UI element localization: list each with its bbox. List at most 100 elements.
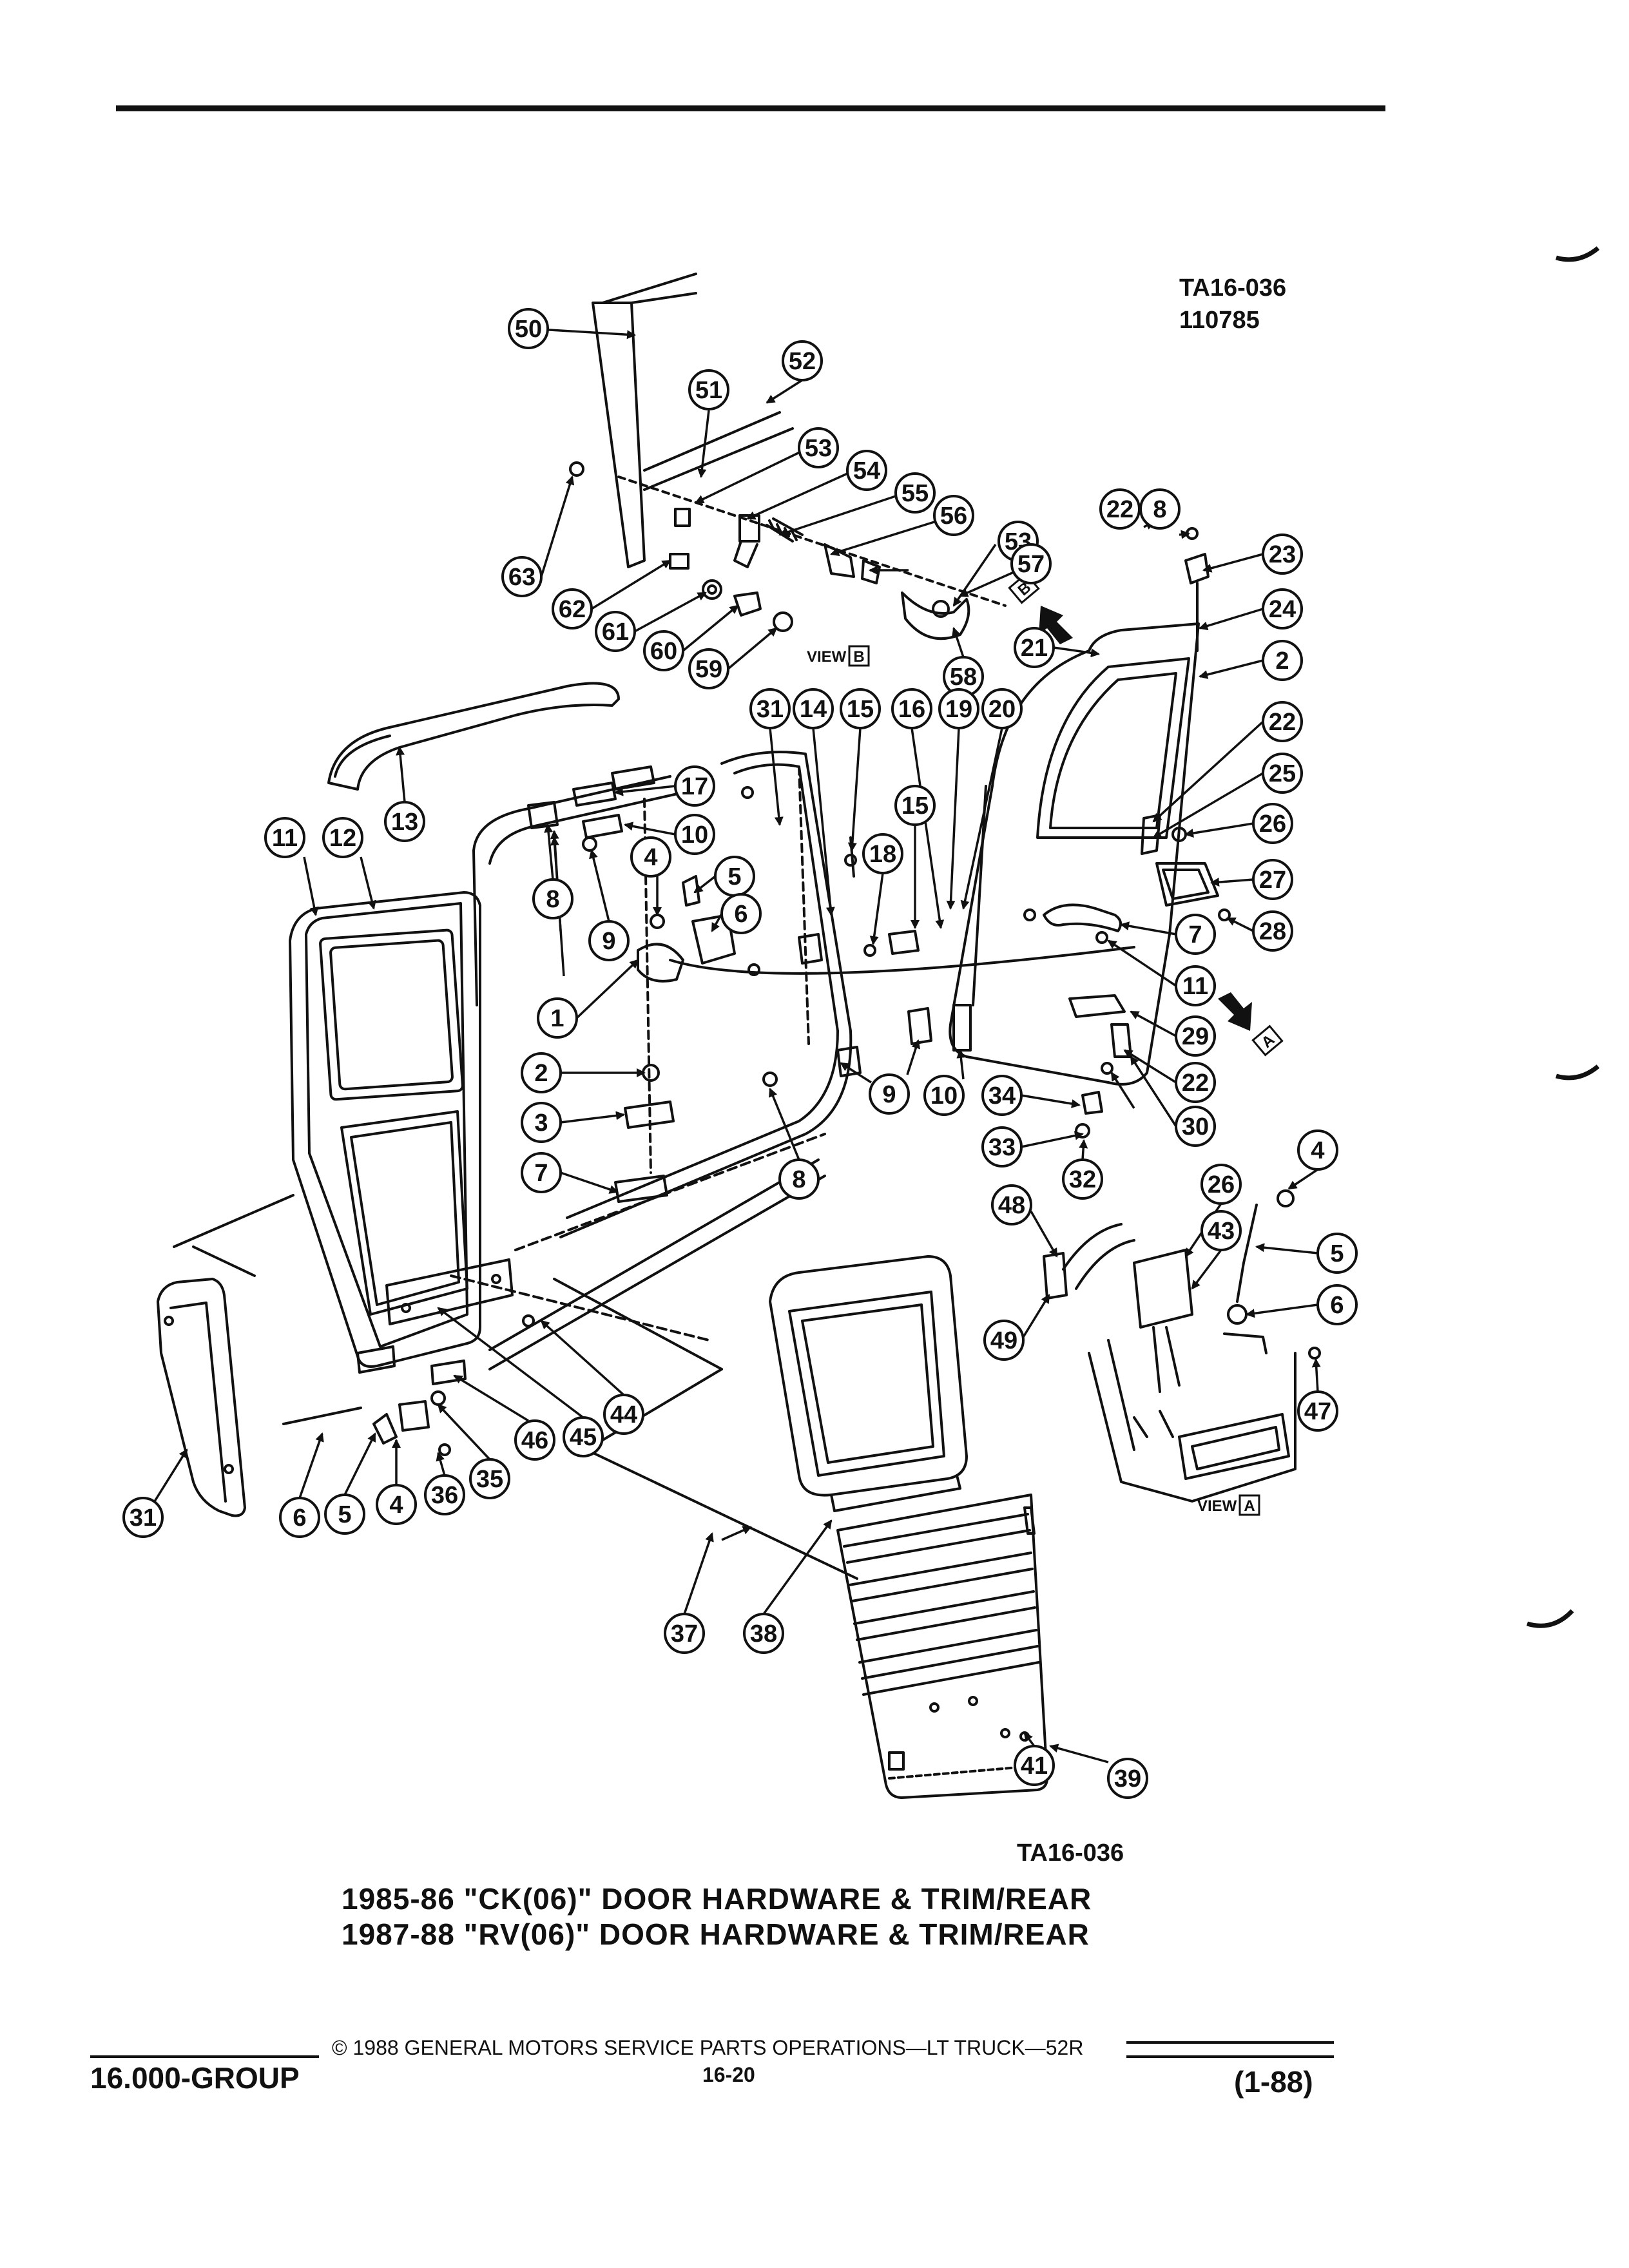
callout-number: 26 xyxy=(1208,1171,1235,1198)
callout-6: 6 xyxy=(279,1497,320,1538)
callout-circle xyxy=(894,472,936,514)
callout-5: 5 xyxy=(1316,1233,1358,1274)
callout-circle xyxy=(643,630,684,671)
callout-11: 11 xyxy=(1175,965,1216,1006)
callout-9: 9 xyxy=(588,920,630,961)
door-artwork xyxy=(157,273,1321,1799)
callout-number: 50 xyxy=(515,316,542,343)
callout-15: 15 xyxy=(894,785,936,826)
callout-circle xyxy=(743,1613,784,1654)
callout-number: 41 xyxy=(1021,1753,1048,1780)
callout-number: 62 xyxy=(559,596,586,623)
callout-number: 10 xyxy=(930,1082,958,1110)
callout-4: 4 xyxy=(630,836,671,878)
header-reference: TA16-036 110785 xyxy=(1179,272,1286,336)
callout-circle xyxy=(595,611,636,652)
callout-circle xyxy=(1262,640,1303,681)
callout-number: 1 xyxy=(550,1005,564,1032)
callout-50: 50 xyxy=(508,308,549,349)
callout-46: 46 xyxy=(514,1419,555,1461)
callout-number: 53 xyxy=(805,435,832,462)
callout-5: 5 xyxy=(714,856,755,897)
callout-circle xyxy=(688,648,729,689)
callout-55: 55 xyxy=(894,472,936,514)
callout-61: 61 xyxy=(595,611,636,652)
callout-number: 39 xyxy=(1114,1765,1141,1792)
callout-37: 37 xyxy=(664,1613,705,1654)
callout-number: 35 xyxy=(476,1466,503,1493)
callout-35: 35 xyxy=(469,1458,510,1499)
callout-6: 6 xyxy=(720,893,762,934)
callout-number: 63 xyxy=(508,564,535,591)
callout-circle xyxy=(563,1416,604,1457)
callout-circle xyxy=(424,1474,465,1515)
callout-circle xyxy=(840,688,881,729)
callout-circle xyxy=(122,1497,164,1538)
callout-number: 27 xyxy=(1259,867,1286,894)
callout-circle xyxy=(1107,1758,1148,1799)
view-b-label-box xyxy=(848,645,870,667)
callout-number: 5 xyxy=(728,863,741,890)
callout-4: 4 xyxy=(376,1484,417,1525)
callout-number: 9 xyxy=(602,928,615,955)
callout-33: 33 xyxy=(981,1126,1023,1168)
callout-number: 24 xyxy=(1269,596,1296,623)
callout-number: 2 xyxy=(534,1060,548,1087)
callout-number: 45 xyxy=(570,1424,597,1451)
callout-number: 9 xyxy=(882,1081,896,1108)
callout-circle xyxy=(532,878,574,919)
callout-number: 8 xyxy=(1153,496,1166,523)
callout-number: 22 xyxy=(1106,496,1133,523)
callout-53: 53 xyxy=(798,427,839,468)
callout-circle xyxy=(894,785,936,826)
callout-circle xyxy=(923,1075,965,1116)
callout-31: 31 xyxy=(749,688,791,729)
callout-21: 21 xyxy=(1014,627,1055,668)
callout-number: 8 xyxy=(546,886,559,913)
callout-52: 52 xyxy=(782,340,823,381)
callout-48: 48 xyxy=(991,1184,1032,1225)
callout-number: 6 xyxy=(293,1504,306,1532)
callout-circle xyxy=(1297,1129,1338,1171)
callout-58: 58 xyxy=(943,656,984,697)
callout-number: 49 xyxy=(990,1327,1017,1354)
callout-circle xyxy=(264,817,305,858)
callout-number: 19 xyxy=(945,696,972,723)
callout-41: 41 xyxy=(1014,1745,1055,1786)
callout-11: 11 xyxy=(264,817,305,858)
callout-54: 54 xyxy=(846,450,887,491)
callout-number: 55 xyxy=(901,480,929,507)
callout-5: 5 xyxy=(324,1494,365,1535)
callout-number: 21 xyxy=(1021,635,1048,662)
callout-59: 59 xyxy=(688,648,729,689)
callout-circle xyxy=(1175,1062,1216,1103)
callout-circle xyxy=(1252,859,1293,900)
callout-number: 17 xyxy=(681,773,708,800)
callout-1: 1 xyxy=(537,997,578,1039)
callout-number: 16 xyxy=(898,696,925,723)
callout-number: 4 xyxy=(644,844,657,871)
callout-number: 60 xyxy=(650,638,677,665)
callout-circle xyxy=(279,1497,320,1538)
callout-number: 22 xyxy=(1182,1070,1209,1097)
view-a-label-box xyxy=(1239,1494,1260,1516)
callout-circle xyxy=(674,814,715,855)
callout-26: 26 xyxy=(1200,1164,1242,1205)
callout-circle xyxy=(1200,1164,1242,1205)
callout-number: 14 xyxy=(800,696,827,723)
callout-44: 44 xyxy=(603,1394,644,1435)
callout-circle xyxy=(862,833,903,874)
margin-marks xyxy=(1526,246,1600,1628)
footer-page-number: 16-20 xyxy=(702,2063,755,2086)
figure-ref-code: TA16-036 xyxy=(1017,1840,1124,1867)
footer-copyright: © 1988 GENERAL MOTORS SERVICE PARTS OPER… xyxy=(332,2036,1084,2059)
callout-17: 17 xyxy=(674,765,715,807)
view-b-label-letter: B xyxy=(853,648,864,666)
callout-22: 22 xyxy=(1099,488,1141,530)
callout-circle xyxy=(1200,1210,1242,1251)
callout-number: 6 xyxy=(1330,1292,1344,1319)
callout-number: 2 xyxy=(1275,648,1289,675)
callout-13: 13 xyxy=(384,801,425,842)
